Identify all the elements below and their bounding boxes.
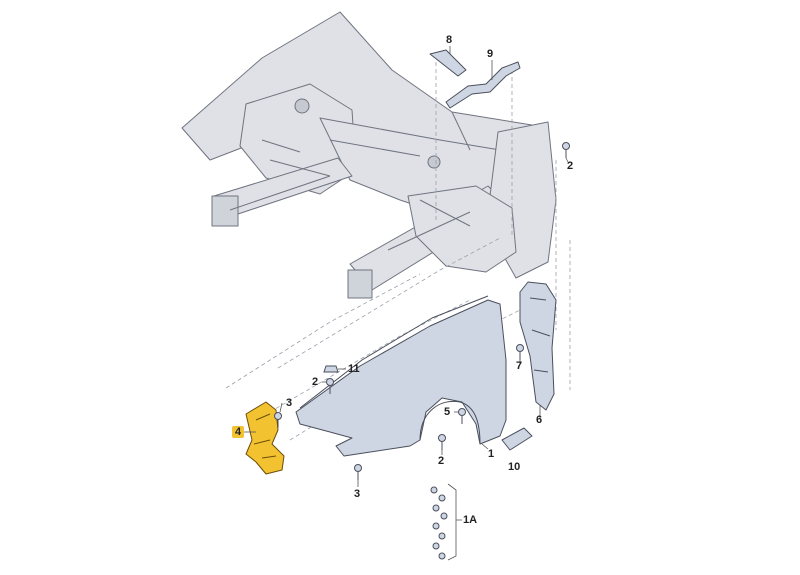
callout-3-mid: 3 — [286, 397, 293, 409]
small-parts — [429, 49, 533, 451]
callout-1a: 1A — [463, 514, 478, 526]
clip-part-8 — [429, 49, 467, 77]
screw-bottom-3 — [354, 464, 362, 480]
callout-8: 8 — [446, 34, 453, 46]
screw-5 — [458, 408, 466, 424]
screw-top-2 — [562, 142, 570, 158]
body-detail-lines — [229, 111, 471, 251]
callout-7: 7 — [516, 360, 523, 372]
rail-end-lower — [347, 269, 373, 299]
screw-set-1a — [430, 486, 448, 560]
front-fender-part-1 — [295, 295, 507, 457]
callout-2-bottom: 2 — [438, 455, 445, 467]
callout-2-top: 2 — [567, 160, 574, 172]
callout-6: 6 — [536, 414, 543, 426]
fender-wheel-arch — [419, 400, 481, 445]
screw-7 — [516, 344, 524, 360]
front-body-structure — [181, 11, 557, 299]
cover-part-10 — [501, 427, 533, 451]
screw-mid-3 — [274, 412, 282, 428]
wheelhouse-liner-part-6 — [519, 281, 557, 411]
fender-panel — [295, 299, 507, 457]
screw-left-2 — [326, 378, 334, 394]
fender-bracket-part-4 — [245, 401, 285, 475]
leader-lines — [244, 46, 569, 561]
callout-4: 4 — [232, 426, 245, 438]
callout-9: 9 — [487, 48, 494, 60]
callout-10: 10 — [508, 461, 521, 473]
fasteners — [274, 142, 570, 560]
cowl-hole — [427, 155, 441, 169]
seal-part-9 — [445, 61, 521, 109]
strut-mount — [294, 98, 310, 114]
screw-bottom-2 — [438, 434, 446, 450]
callout-1: 1 — [488, 448, 495, 460]
callout-2-left: 2 — [312, 376, 319, 388]
nut-11 — [323, 365, 339, 373]
rail-end-upper — [211, 195, 239, 227]
callout-5: 5 — [444, 406, 451, 418]
callout-11: 11 — [348, 363, 360, 375]
callout-3-bottom: 3 — [354, 488, 361, 500]
